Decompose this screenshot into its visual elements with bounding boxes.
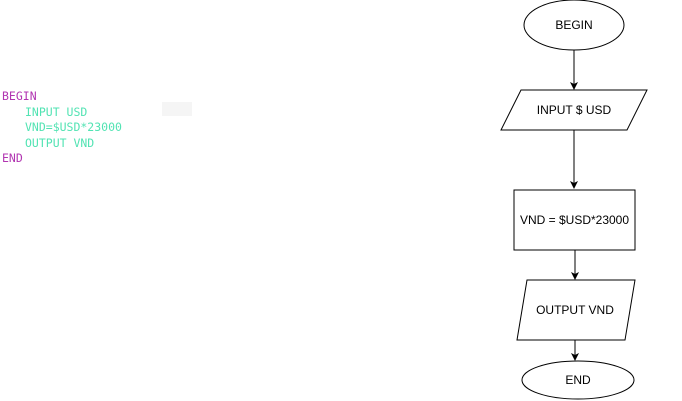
input-label: INPUT $ USD [537,103,612,117]
pseudocode-input-line: INPUT USD [25,104,88,119]
process-label: VND = $USD*23000 [520,213,629,227]
end-label: END [565,373,591,387]
pseudocode-end: END [2,151,23,165]
output-label: OUTPUT VND [536,303,614,317]
text-cursor-highlight [162,102,192,116]
start-label: BEGIN [555,18,592,32]
pseudocode-output-line: OUTPUT VND [25,135,95,150]
output-parallelogram [516,279,636,341]
pseudocode-assign-line: VND=$USD*23000 [25,120,122,134]
pseudocode-begin: BEGIN [2,89,37,103]
pseudocode-block: BEGIN INPUT USD VND=$USD*23000 OUTPUT VN… [2,89,122,167]
process-rectangle [513,189,636,251]
input-parallelogram [500,89,648,131]
end-terminator [521,360,635,400]
